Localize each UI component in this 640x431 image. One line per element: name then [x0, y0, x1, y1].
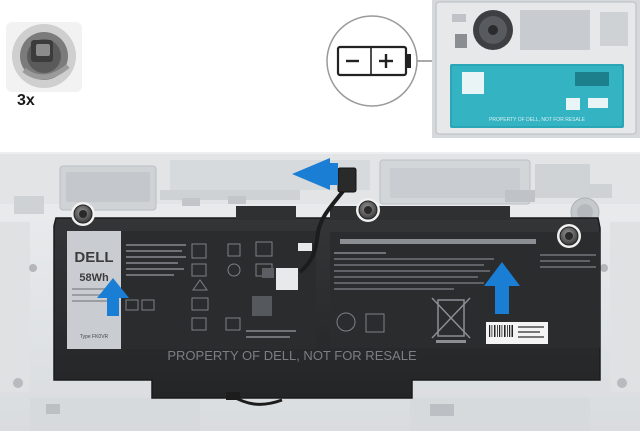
lift-up-arrow-icon: [97, 278, 129, 316]
screw-closeup: [6, 22, 82, 92]
recycle-bin-symbol: [431, 297, 471, 343]
battery-cable: [226, 167, 357, 406]
screw-count-label: 3x: [17, 92, 35, 109]
battery-type: Type FK0VR: [80, 334, 109, 340]
disconnect-arrow-icon: [292, 158, 338, 190]
dell-logo: DELL: [74, 249, 113, 266]
captive-screw-icon: [71, 202, 95, 226]
battery-pack: DELL 58Wh Type FK0VR: [53, 206, 601, 399]
captive-screw-icon-middle: [356, 198, 380, 222]
battery-minus-plus-icon: [336, 45, 411, 77]
battery-capacity: 58Wh: [79, 272, 109, 284]
thumbnail-battery: PROPERTY OF DELL, NOT FOR RESALE: [450, 64, 624, 128]
lift-up-arrow-icon-right: [484, 262, 520, 314]
laptop-overview-thumbnail: PROPERTY OF DELL, NOT FOR RESALE: [432, 0, 640, 138]
thumbnail-ownership-notice: PROPERTY OF DELL, NOT FOR RESALE: [489, 117, 586, 123]
battery-symbol-callout: [326, 15, 453, 107]
ownership-notice: PROPERTY OF DELL, NOT FOR RESALE: [167, 348, 417, 363]
battery-label-right: [330, 232, 600, 348]
captive-screw-icon-right: [557, 224, 581, 248]
